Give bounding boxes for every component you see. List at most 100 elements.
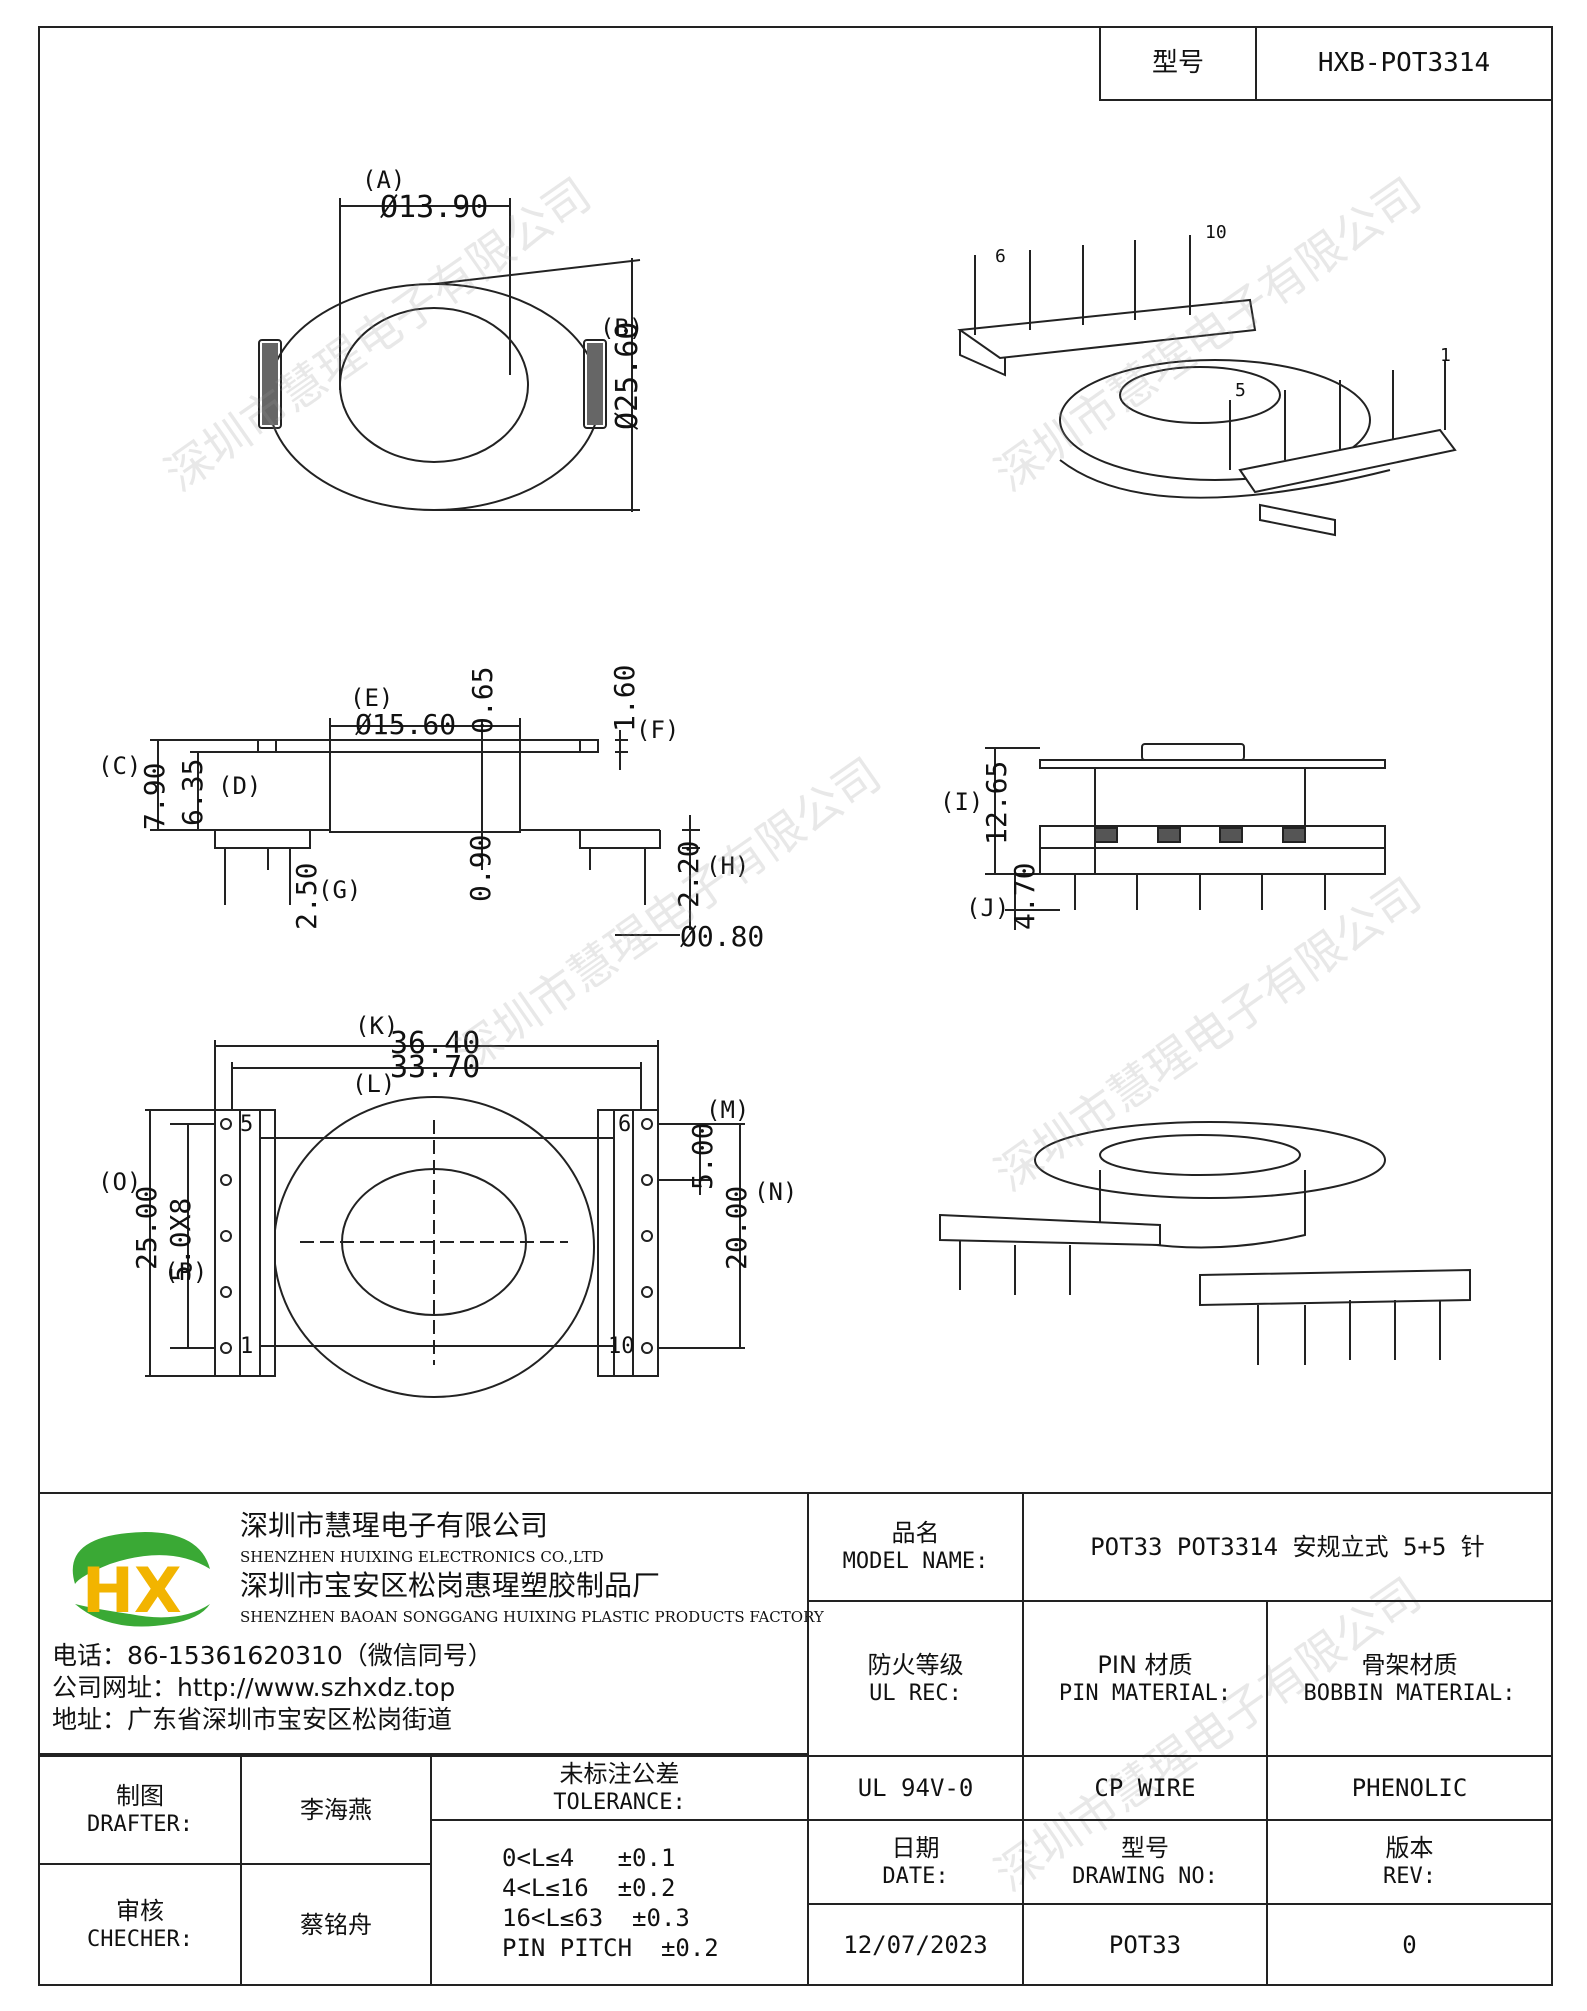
checker-cn: 审核 xyxy=(116,1896,164,1925)
tolerance-label-cell: 未标注公差 TOLERANCE: xyxy=(430,1755,809,1821)
dim-n-label: (N) xyxy=(754,1178,798,1206)
tolerance-en: TOLERANCE: xyxy=(553,1790,686,1816)
drawing-no-label-cell: 型号 DRAWING NO: xyxy=(1022,1819,1268,1905)
dim-b-label: (B) xyxy=(600,314,644,342)
rev-en: REV: xyxy=(1383,1864,1436,1890)
factory-name-cn: 深圳市宝安区松岗惠瑆塑胶制品厂 xyxy=(240,1569,661,1602)
dim-k-label: (K) xyxy=(355,1012,399,1040)
company-phone: 电话：86-15361620310（微信同号） xyxy=(52,1641,493,1670)
model-name-value-cell: POT33 POT3314 安规立式 5+5 针 xyxy=(1022,1492,1553,1602)
dim-a-value: Ø13.90 xyxy=(380,190,489,225)
front-view xyxy=(985,743,1386,930)
drafter-name: 李海燕 xyxy=(300,1796,372,1824)
drawing-no-en: DRAWING NO: xyxy=(1072,1864,1218,1890)
tolerance-line-2: 4<L≤16 ±0.2 xyxy=(502,1873,676,1902)
bobbin-material-value: PHENOLIC xyxy=(1351,1774,1468,1802)
dim-e2-value: 0.65 xyxy=(466,666,499,734)
iso-pin-1-label: 1 xyxy=(1440,345,1451,366)
side-view xyxy=(150,718,700,936)
logo-text: HX xyxy=(82,1554,182,1627)
drafter-en: DRAFTER: xyxy=(87,1812,193,1838)
dim-m-label: (M) xyxy=(706,1096,750,1124)
rev-label-cell: 版本 REV: xyxy=(1266,1819,1553,1905)
iso-pin-10-label: 10 xyxy=(1205,222,1227,243)
drafter-cn: 制图 xyxy=(116,1782,164,1811)
dim-h-label: (H) xyxy=(706,852,750,880)
model-name-value: POT33 POT3314 安规立式 5+5 针 xyxy=(1090,1533,1485,1561)
rev-value-cell: 0 xyxy=(1266,1903,1553,1986)
dim-m-value: 5.00 xyxy=(686,1122,719,1190)
dim-c-label: (C) xyxy=(98,752,142,780)
dim-e-value: Ø15.60 xyxy=(355,708,457,741)
company-website: 公司网址：http://www.szhxdz.top xyxy=(52,1673,456,1702)
company-block: HX 深圳市慧瑆电子有限公司 SHENZHEN HUIXING ELECTRON… xyxy=(38,1492,824,1755)
dim-g-label: (G) xyxy=(318,876,362,904)
dim-l-label: (L) xyxy=(352,1070,396,1098)
pin-material-cn: PIN 材质 xyxy=(1097,1650,1193,1679)
date-value-cell: 12/07/2023 xyxy=(807,1903,1024,1986)
tolerance-line-1: 0<L≤4 ±0.1 xyxy=(502,1843,676,1872)
ul-cn: 防火等级 xyxy=(867,1650,964,1679)
pin-diameter: Ø0.80 xyxy=(680,920,765,953)
dim-j-label: (J) xyxy=(966,894,1010,922)
dim-j-value: 4.70 xyxy=(1008,862,1041,930)
dim-p-label: (P) xyxy=(164,1258,208,1286)
model-label: 型号 xyxy=(1151,48,1204,79)
dim-l-value: 33.70 xyxy=(390,1050,481,1085)
pin-10-label: 10 xyxy=(608,1334,635,1359)
ul-value-cell: UL 94V-0 xyxy=(807,1755,1024,1821)
rev-value: 0 xyxy=(1402,1930,1417,1959)
dim-b-value: Ø25.60 xyxy=(610,321,645,430)
factory-name-en: SHENZHEN BAOAN SONGGANG HUIXING PLASTIC … xyxy=(240,1608,824,1626)
drawing-no-cn: 型号 xyxy=(1121,1834,1169,1863)
drawing-no-value-cell: POT33 xyxy=(1022,1903,1268,1986)
pin-5-label: 5 xyxy=(240,1112,254,1137)
company-logo: HX xyxy=(72,1532,210,1627)
date-value: 12/07/2023 xyxy=(843,1930,988,1959)
iso-pin-5-label: 5 xyxy=(1235,380,1246,401)
dim-d-label: (D) xyxy=(218,772,262,800)
company-name-cn: 深圳市慧瑆电子有限公司 xyxy=(240,1509,549,1542)
drawing-no-value: POT33 xyxy=(1108,1930,1182,1959)
bobbin-material-label-cell: 骨架材质 BOBBIN MATERIAL: xyxy=(1266,1600,1553,1757)
dim-a-label: (A) xyxy=(362,166,406,194)
pin-value-cell: CP WIRE xyxy=(1022,1755,1268,1821)
bobbin-value-cell: PHENOLIC xyxy=(1266,1755,1553,1821)
tolerance-line-3: 16<L≤63 ±0.3 xyxy=(502,1903,690,1932)
checker-name-cell: 蔡铭舟 xyxy=(240,1863,432,1986)
company-address: 地址：广东省深圳市宝安区松岗街道 xyxy=(52,1705,453,1734)
model-value: HXB-POT3314 xyxy=(1317,48,1491,79)
tolerance-cn: 未标注公差 xyxy=(559,1760,680,1789)
checker-name: 蔡铭舟 xyxy=(300,1910,372,1939)
model-value-cell: HXB-POT3314 xyxy=(1255,26,1553,101)
dim-mid-value: 0.90 xyxy=(464,834,497,902)
dim-e-label: (E) xyxy=(350,684,394,712)
bobbin-material-en: BOBBIN MATERIAL: xyxy=(1303,1680,1516,1706)
checker-label-cell: 审核 CHECHER: xyxy=(38,1863,242,1986)
model-name-label-cell: 品名 MODEL NAME: xyxy=(807,1492,1024,1602)
date-en: DATE: xyxy=(882,1864,949,1890)
dim-o-value: 25.00 xyxy=(130,1185,163,1270)
ul-en: UL REC: xyxy=(869,1680,962,1706)
pin-material-en: PIN MATERIAL: xyxy=(1058,1680,1232,1706)
pin-1-label: 1 xyxy=(240,1334,254,1359)
dim-k-value: 36.40 xyxy=(390,1026,481,1061)
drafter-name-cell: 李海燕 xyxy=(240,1755,432,1865)
iso-view-top xyxy=(957,235,1457,537)
bottom-view xyxy=(145,1040,745,1398)
dim-o-label: (O) xyxy=(98,1168,142,1196)
date-cn: 日期 xyxy=(891,1834,940,1863)
dim-c-value: 7.90 xyxy=(138,762,171,830)
tolerance-values-cell: 0<L≤4 ±0.1 4<L≤16 ±0.2 16<L≤63 ±0.3 PIN … xyxy=(430,1819,809,1986)
bobbin-material-cn: 骨架材质 xyxy=(1361,1650,1458,1679)
dim-i-value: 12.65 xyxy=(980,760,1013,845)
dim-d-value: 6.35 xyxy=(176,758,209,826)
pin-6-label: 6 xyxy=(618,1112,632,1137)
dim-i-label: (I) xyxy=(940,788,984,816)
dim-h-value: 2.20 xyxy=(672,840,705,908)
ul-label-cell: 防火等级 UL REC: xyxy=(807,1600,1024,1757)
ul-value: UL 94V-0 xyxy=(857,1774,974,1802)
model-name-en: MODEL NAME: xyxy=(842,1549,989,1575)
dim-n-value: 20.00 xyxy=(720,1185,753,1270)
